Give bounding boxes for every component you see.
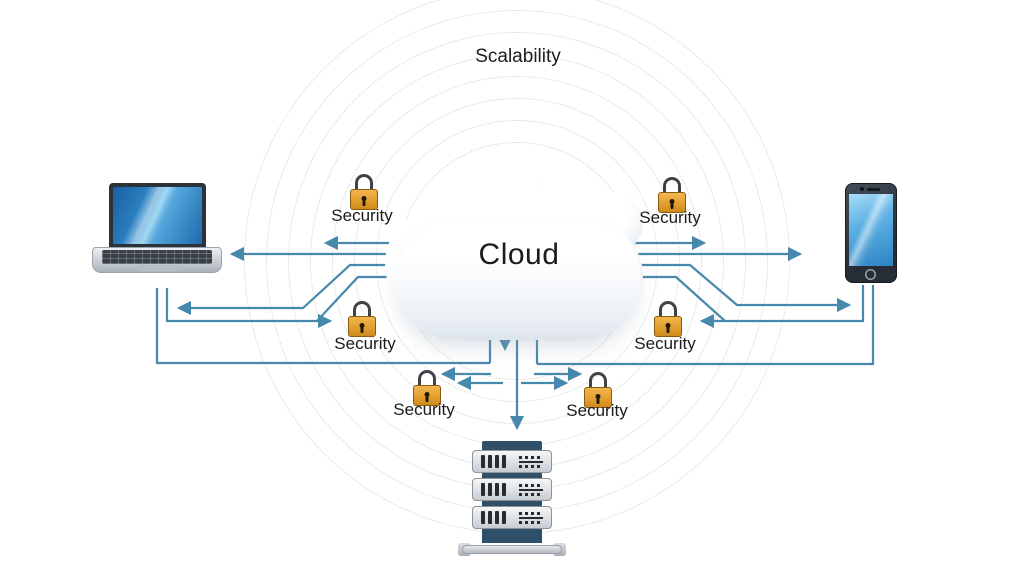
connector-line — [537, 285, 875, 366]
cloud-base — [395, 222, 641, 340]
phone-display — [849, 194, 893, 266]
laptop-display — [113, 187, 202, 244]
smartphone-icon — [845, 183, 897, 283]
server-connector — [482, 471, 542, 481]
padlock-icon — [349, 174, 379, 210]
laptop-base — [92, 247, 222, 273]
connector-line — [176, 263, 404, 316]
padlock-icon — [657, 177, 687, 213]
padlock-icon — [583, 372, 613, 408]
padlock-icon — [412, 370, 442, 406]
server-unit — [472, 450, 552, 473]
laptop-trackpad — [138, 265, 178, 271]
server-unit — [472, 478, 552, 501]
phone-home-button — [865, 269, 876, 280]
laptop-keyboard — [102, 250, 212, 264]
laptop-screen — [109, 183, 206, 249]
connector-line — [618, 263, 852, 313]
phone-camera-dot — [860, 187, 864, 191]
security-label: Security — [566, 401, 628, 420]
padlock-icon — [653, 301, 683, 337]
server-connector — [482, 499, 542, 509]
server-cap — [482, 441, 542, 451]
server-rack-icon — [458, 441, 566, 557]
laptop-icon — [92, 183, 222, 288]
phone-speaker — [867, 188, 880, 191]
server-unit — [472, 506, 552, 529]
connector-line — [155, 288, 490, 365]
padlock-icon — [347, 301, 377, 337]
security-label: Security — [634, 334, 696, 353]
cloud-icon: Cloud — [385, 146, 653, 340]
security-label: Security — [331, 206, 393, 225]
connector-line — [165, 288, 333, 329]
server-pedestal — [482, 527, 542, 543]
security-label: Security — [334, 334, 396, 353]
server-rail — [462, 545, 562, 554]
security-label: Security — [639, 208, 701, 227]
cloud-label: Cloud — [478, 238, 560, 271]
security-label: Security — [393, 400, 455, 419]
scalability-label: Scalability — [475, 46, 561, 67]
connector-line — [699, 285, 865, 329]
